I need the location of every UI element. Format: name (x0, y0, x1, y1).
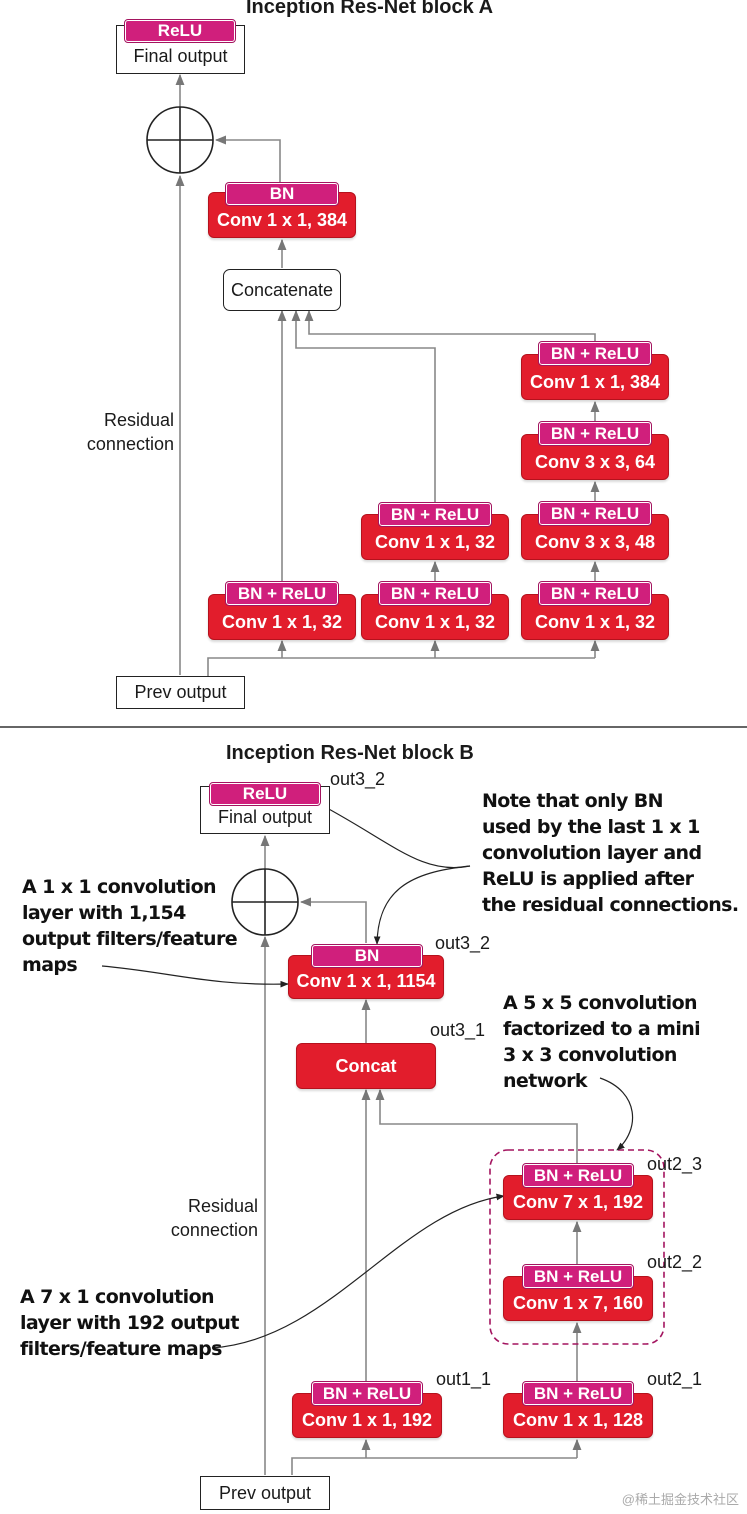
b-branch2-out-1: out2_1 (647, 1369, 703, 1389)
a-branch3-tag-4: BN + ReLU (538, 341, 652, 366)
a-bnconv-to-sum (214, 135, 281, 182)
leader-final-relu (311, 799, 471, 869)
b-concat-box: Concat (296, 1043, 436, 1089)
a-concatenate-box: Concatenate (223, 269, 341, 311)
a-branch1-tag: BN + ReLU (225, 581, 339, 606)
b-residual-label: Residual connection (170, 1196, 258, 1240)
a-bn-tag: BN (225, 182, 339, 206)
b-branch2-tag-2: BN + ReLU (522, 1264, 634, 1289)
watermark: @稀土掘金技术社区 (621, 1492, 739, 1507)
block-b-title: Inception Res-Net block B (226, 742, 474, 764)
b-branch2-tag-1: BN + ReLU (522, 1381, 634, 1406)
b-bn-tag: BN (311, 944, 423, 968)
b-branch2-out-2: out2_2 (647, 1252, 703, 1272)
a-branch2-tag-bottom: BN + ReLU (378, 581, 492, 606)
a-final-relu-tag: ReLU (124, 19, 236, 43)
a-branch3-tag-1: BN + ReLU (538, 581, 652, 606)
a-prev-fanout (207, 657, 595, 676)
b-branch2-out-3: out2_3 (647, 1154, 703, 1174)
b-sum-node (231, 868, 299, 936)
block-a-title: Inception Res-Net block A (245, 0, 494, 18)
note-conv-1154: A 1 x 1 convolution layer with 1,154 out… (22, 876, 238, 976)
b-bn-out-label: out3_2 (435, 933, 491, 953)
b-branch1-out-label: out1_1 (436, 1369, 492, 1389)
note-bn-relu: Note that only BN used by the last 1 x 1… (482, 790, 739, 916)
b-prev-output-box: Prev output (200, 1476, 330, 1510)
note-conv-7x1: A 7 x 1 convolution layer with 192 outpu… (20, 1286, 239, 1360)
a-branch3-tag-2: BN + ReLU (538, 501, 652, 526)
b-final-relu-tag: ReLU (209, 782, 321, 806)
a-branch2-tag-top: BN + ReLU (378, 502, 492, 527)
b-final-output-label: Final output (217, 807, 313, 827)
b-concat-out-label: out3_1 (430, 1020, 486, 1040)
b-branch1-tag: BN + ReLU (311, 1381, 423, 1406)
a-final-output-label: Final output (133, 46, 228, 66)
a-branch3-tag-3: BN + ReLU (538, 421, 652, 446)
b-final-out-label: out3_2 (330, 769, 386, 789)
a-bn-conv-box: Conv 1 x 1, 384 (208, 192, 356, 238)
b-bnconv-to-sum (299, 897, 367, 943)
note-factorized: A 5 x 5 convolution factorized to a mini… (503, 992, 701, 1092)
a-prev-output-box: Prev output (116, 676, 245, 709)
a-branch2-to-concat (291, 309, 436, 512)
a-sum-node (146, 106, 214, 174)
b-prev-fanout (291, 1457, 577, 1475)
b-branch2-to-concat (375, 1088, 578, 1164)
b-branch2-tag-3: BN + ReLU (522, 1163, 634, 1188)
a-residual-label: Residual connection (86, 410, 174, 454)
